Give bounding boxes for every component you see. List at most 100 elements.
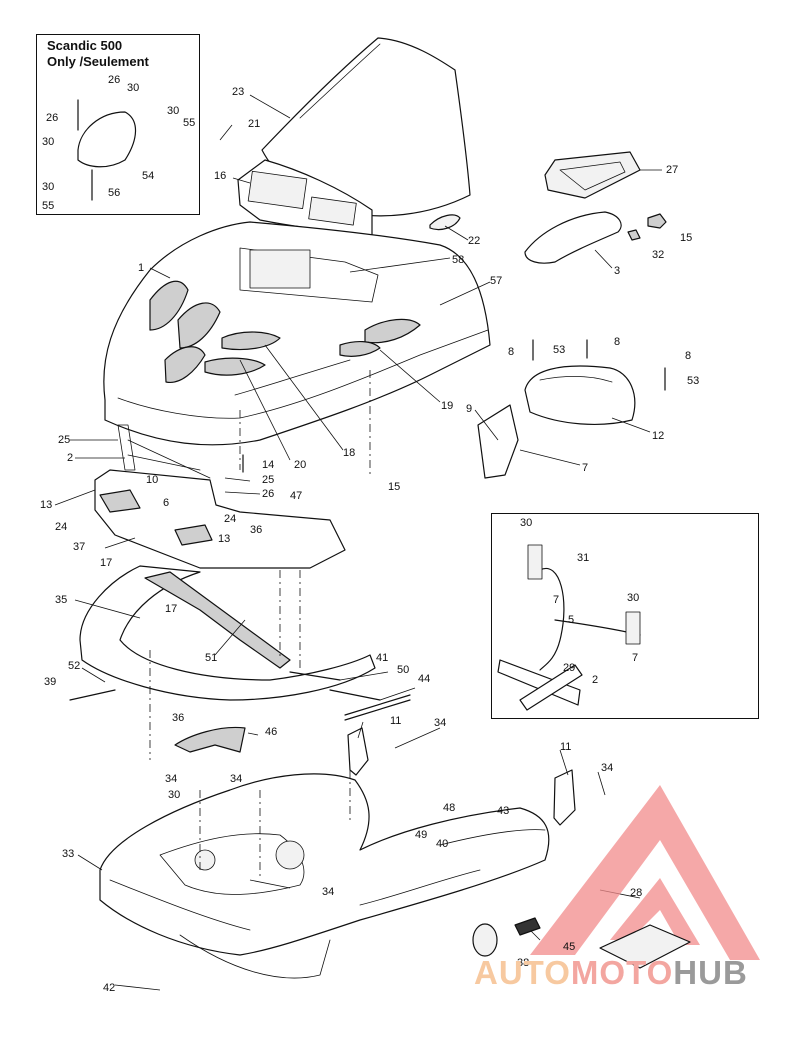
callout: 52 (68, 660, 81, 672)
inset-label: 54 (142, 170, 155, 182)
callout: 51 (205, 652, 218, 664)
callout: 11 (390, 715, 402, 727)
callout: 49 (415, 829, 428, 841)
callout: 14 (262, 459, 275, 471)
watermark-logo (530, 785, 760, 960)
callout: 9 (466, 403, 473, 415)
callout: 33 (62, 848, 75, 860)
callout: 2 (592, 674, 599, 686)
inset-label: 26 (108, 74, 121, 86)
callout: 38 (517, 957, 530, 969)
watermark-auto: AUTO (474, 954, 571, 991)
console-tray (544, 151, 641, 199)
side-bracket (477, 404, 519, 479)
handle (429, 214, 461, 231)
callout: 30 (520, 517, 533, 529)
callout: 41 (376, 652, 389, 664)
grab-handle (524, 211, 622, 264)
bumper-tube (79, 565, 376, 701)
callout: 13 (40, 499, 53, 511)
inset-label: 56 (108, 187, 121, 199)
callout: 29 (563, 662, 576, 674)
callout: 17 (165, 603, 178, 615)
callout: 5 (568, 614, 575, 626)
inset-label: 30 (42, 136, 55, 148)
inset-label: 30 (167, 105, 180, 117)
decal-plate (599, 924, 691, 969)
callout: 10 (146, 474, 159, 486)
callout: 39 (44, 676, 57, 688)
leader-lines (54, 94, 662, 991)
watermark-hub: HUB (673, 954, 748, 991)
callout: 34 (434, 717, 447, 729)
assembly-axes (149, 370, 371, 880)
callout: 7 (553, 594, 560, 606)
inset-label: 26 (46, 112, 59, 124)
belly-pan (99, 773, 550, 956)
callout: 57 (490, 275, 503, 287)
callout: 31 (577, 552, 590, 564)
callout: 27 (666, 164, 679, 176)
inset-title-line1: Scandic 500 (47, 38, 123, 53)
front-frame (94, 469, 346, 569)
callout: 43 (497, 805, 510, 817)
callout: 23 (232, 86, 245, 98)
callout: 35 (55, 594, 68, 606)
callout: 40 (436, 838, 449, 850)
callout: 1 (138, 262, 145, 274)
callout: 6 (163, 497, 170, 509)
callout: 8 (614, 336, 621, 348)
callout: 34 (322, 886, 335, 898)
callout: 21 (248, 118, 261, 130)
frame-brace (144, 571, 291, 669)
inset-title: Scandic 500 Only /Seulement (47, 38, 149, 70)
callout: 17 (100, 557, 113, 569)
callout: 18 (343, 447, 356, 459)
callout: 15 (680, 232, 693, 244)
callout: 20 (294, 459, 307, 471)
callout: 36 (250, 524, 263, 536)
side-panel (524, 365, 636, 426)
inset-label: 55 (183, 117, 196, 129)
callout: 34 (230, 773, 243, 785)
callout: 46 (265, 726, 278, 738)
cable-assembly (539, 567, 565, 671)
callout: 7 (582, 462, 589, 474)
support-bracket (174, 726, 246, 753)
callout: 3 (614, 265, 621, 277)
callout: 53 (553, 344, 566, 356)
callout: 11 (560, 741, 572, 753)
callout: 58 (452, 254, 465, 266)
callout: 37 (73, 541, 86, 553)
inset-title-line2: Only /Seulement (47, 54, 149, 69)
callout: 47 (290, 490, 303, 502)
bolt-set (242, 339, 666, 473)
callout: 45 (563, 941, 576, 953)
callout: 34 (165, 773, 178, 785)
inset-label: 30 (127, 82, 140, 94)
callout: 53 (687, 375, 700, 387)
callout: 8 (508, 346, 515, 358)
callout: 32 (652, 249, 665, 261)
callout: 22 (468, 235, 481, 247)
inset-cup (77, 111, 137, 168)
callout: 34 (601, 762, 614, 774)
callout: 25 (58, 434, 71, 446)
callout: 36 (172, 712, 185, 724)
callout: 16 (214, 170, 227, 182)
callout: 2 (67, 452, 74, 464)
callout: 24 (224, 513, 237, 525)
hood (103, 221, 491, 446)
scandic-500-inset (36, 34, 200, 215)
callout: 26 (262, 488, 275, 500)
callout: 30 (168, 789, 181, 801)
callout: 30 (627, 592, 640, 604)
inset-label: 55 (42, 200, 55, 212)
callout: 24 (55, 521, 68, 533)
watermark-moto: MOTO (570, 954, 674, 991)
watermark-text: AUTOMOTOHUB (474, 955, 748, 991)
callout: 7 (632, 652, 639, 664)
inset-label: 30 (42, 181, 55, 193)
callout: 28 (630, 887, 643, 899)
